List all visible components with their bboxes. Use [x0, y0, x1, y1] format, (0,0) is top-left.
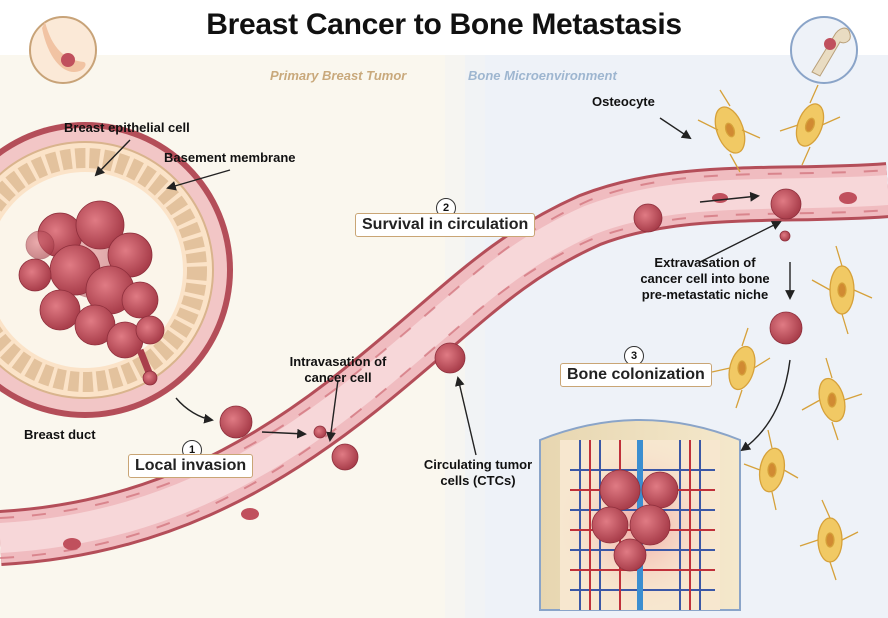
- label-basement-membrane: Basement membrane: [164, 150, 296, 166]
- label-intravasation: Intravasation of cancer cell: [286, 354, 390, 386]
- step-3-label: Bone colonization: [560, 363, 712, 387]
- label-circulating-tumor-cells: Circulating tumor cells (CTCs): [412, 457, 544, 489]
- step-1-label: Local invasion: [128, 454, 253, 478]
- region-label-primary-tumor: Primary Breast Tumor: [270, 68, 406, 83]
- region-label-bone-microenvironment: Bone Microenvironment: [468, 68, 617, 83]
- bone-section: [540, 420, 740, 610]
- label-extravasation: Extravasation of cancer cell into bone p…: [630, 255, 780, 303]
- diagram-title: Breast Cancer to Bone Metastasis: [0, 8, 888, 42]
- step-2-label: Survival in circulation: [355, 213, 535, 237]
- label-breast-epithelial-cell: Breast epithelial cell: [64, 120, 190, 136]
- label-breast-duct: Breast duct: [24, 427, 96, 443]
- label-osteocyte: Osteocyte: [592, 94, 655, 110]
